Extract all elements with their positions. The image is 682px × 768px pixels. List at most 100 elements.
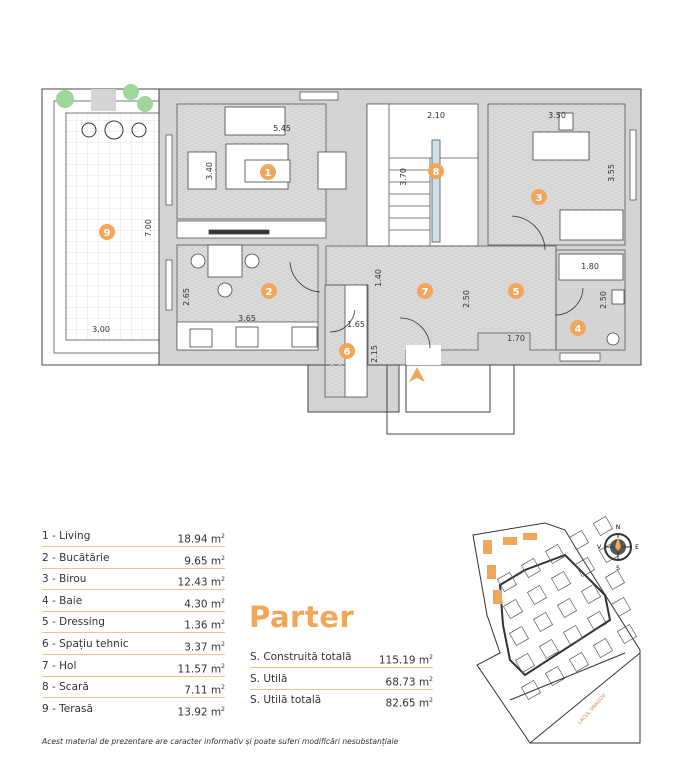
room-name: 9 - Terasă <box>42 702 93 715</box>
room-name: 5 - Dressing <box>42 616 105 629</box>
dim-bath-width: 1.80 <box>581 262 599 271</box>
floor-title: Parter <box>249 600 355 634</box>
site-lot <box>592 637 614 659</box>
dim-dressing-width: 1.70 <box>507 334 525 343</box>
room-marker-9: 9 <box>104 228 111 239</box>
room-area: 9.65 m2 <box>184 554 225 568</box>
site-lot <box>538 638 560 660</box>
dim-hall-b: 2.50 <box>462 290 471 308</box>
room-marker-3: 3 <box>536 193 543 204</box>
site-lot <box>514 652 536 674</box>
room-marker-4: 4 <box>575 324 582 335</box>
staircase <box>366 103 478 247</box>
room-name: 6 - Spațiu tehnic <box>42 637 129 650</box>
dim-hall-a: 1.40 <box>374 269 383 287</box>
lake-label: LACUL SNAGOV <box>577 692 608 726</box>
dim-tech-width: 1.65 <box>347 320 365 329</box>
room-row: 9 - Terasă 13.92 m2 <box>42 700 225 719</box>
totals-table: S. Construită totală 115.19 m2 S. Utilă 68.… <box>250 648 433 712</box>
room-marker-2: 2 <box>266 287 273 298</box>
compass-icon: N S E V <box>597 524 639 572</box>
site-lot <box>592 515 614 537</box>
room-row: 1 - Living 18.94 m2 <box>42 527 225 547</box>
site-lot <box>610 596 632 618</box>
site-lot <box>508 625 530 647</box>
dim-tech-height: 2.15 <box>370 345 379 363</box>
room-area: 7.11 m2 <box>184 684 225 697</box>
total-row: S. Utilă totală 82.65 m2 <box>250 691 433 710</box>
total-area: 82.65 m2 <box>385 697 433 710</box>
room-name: 8 - Scară <box>42 681 89 694</box>
disclaimer: Acest material de prezentare are caracte… <box>42 737 399 746</box>
room-area: 11.57 m2 <box>177 662 225 676</box>
room-marker-1: 1 <box>265 168 272 179</box>
room-markers: 1 2 3 4 5 6 7 8 9 <box>99 163 586 359</box>
site-map: LACUL SNAGOV N S E V <box>472 515 641 744</box>
dim-living-height: 3.40 <box>205 162 214 180</box>
total-area: 68.73 m2 <box>385 675 433 689</box>
room-area: 4.30 m2 <box>184 597 225 611</box>
room-area: 1.36 m2 <box>184 619 225 632</box>
site-lot <box>550 570 572 592</box>
room-name: 3 - Birou <box>42 573 87 586</box>
windows <box>165 91 637 362</box>
site-lot <box>580 583 602 605</box>
room-name: 1 - Living <box>42 530 91 542</box>
room-row: 6 - Spațiu tehnic 3.37 m2 <box>42 635 225 655</box>
total-area: 115.19 m2 <box>378 654 433 667</box>
room-row: 2 - Bucătărie 9.65 m2 <box>42 549 225 569</box>
site-lot <box>568 651 590 673</box>
terrace <box>41 84 160 366</box>
site-lot <box>520 557 542 579</box>
room-name: 2 - Bucătărie <box>42 551 110 564</box>
total-row: S. Utilă 68.73 m2 <box>250 670 433 690</box>
room-area: 3.37 m2 <box>184 640 225 654</box>
site-lot <box>586 610 608 632</box>
site-lot <box>562 624 584 646</box>
site-lot <box>496 571 518 593</box>
dim-stair-height: 3.70 <box>399 168 408 186</box>
room-marker-5: 5 <box>513 287 520 298</box>
site-lot <box>544 665 566 687</box>
room-name: 7 - Hol <box>42 659 77 672</box>
site-lot <box>502 598 524 620</box>
compass-south: S <box>616 565 620 572</box>
dimension-labels: 5.45 3.40 2.10 3.70 3.50 3.55 7.00 3.00 … <box>92 111 616 363</box>
site-lot <box>574 556 596 578</box>
compass-north: N <box>616 524 621 531</box>
site-lot <box>616 623 638 645</box>
dim-terrace-height: 7.00 <box>144 219 153 237</box>
room-marker-6: 6 <box>344 347 351 358</box>
room-area: 18.94 m2 <box>177 533 225 546</box>
site-lot <box>532 611 554 633</box>
room-row: 7 - Hol 11.57 m2 <box>42 657 225 677</box>
room-area: 13.92 m2 <box>177 705 225 719</box>
dim-terrace-width: 3.00 <box>92 325 110 334</box>
entrance-arrow-icon <box>409 367 425 382</box>
site-lot <box>544 543 566 565</box>
room-area-table: 1 - Living 18.94 m2 2 - Bucătărie 9.65 m2 3 … <box>42 527 225 720</box>
total-row: S. Construită totală 115.19 m2 <box>250 648 433 668</box>
dim-office-width: 3.50 <box>548 111 566 120</box>
room-row: 8 - Scară 7.11 m2 <box>42 678 225 699</box>
entrance-steps <box>386 365 515 435</box>
total-name: S. Utilă <box>250 672 288 685</box>
site-lot <box>604 569 626 591</box>
site-lot <box>520 679 542 701</box>
total-name: S. Utilă totală <box>250 694 322 707</box>
room-marker-7: 7 <box>422 287 429 298</box>
site-lot <box>568 529 590 551</box>
compass-east: E <box>635 544 639 551</box>
doors <box>289 215 584 349</box>
table-chairs-icon <box>81 120 147 140</box>
total-name: S. Construită totală <box>250 651 352 663</box>
dim-bath-height: 2.50 <box>599 291 608 309</box>
site-lot <box>526 584 548 606</box>
room-row: 5 - Dressing 1.36 m2 <box>42 613 225 634</box>
plant-icon <box>56 84 153 112</box>
dim-office-height: 3.55 <box>607 164 616 182</box>
site-lots <box>496 515 638 701</box>
highlighted-lots <box>483 533 537 604</box>
